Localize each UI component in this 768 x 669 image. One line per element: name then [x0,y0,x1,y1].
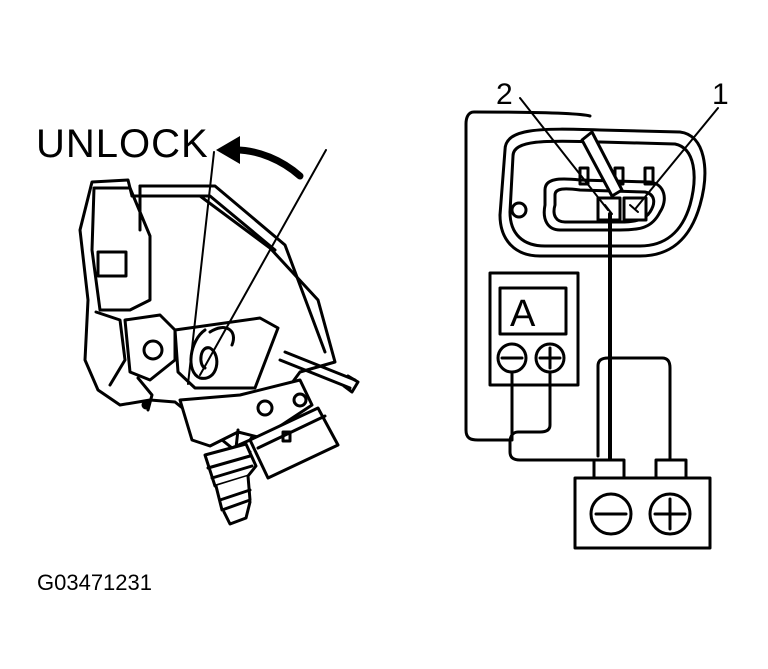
callout-2-label: 2 [496,78,513,111]
test-circuit [464,97,719,550]
figure-id: G03471231 [37,570,152,595]
ammeter-label: A [510,293,536,335]
callout-1-label: 1 [712,78,729,111]
door-lock-actuator [78,136,360,526]
unlock-label: UNLOCK [36,122,209,166]
